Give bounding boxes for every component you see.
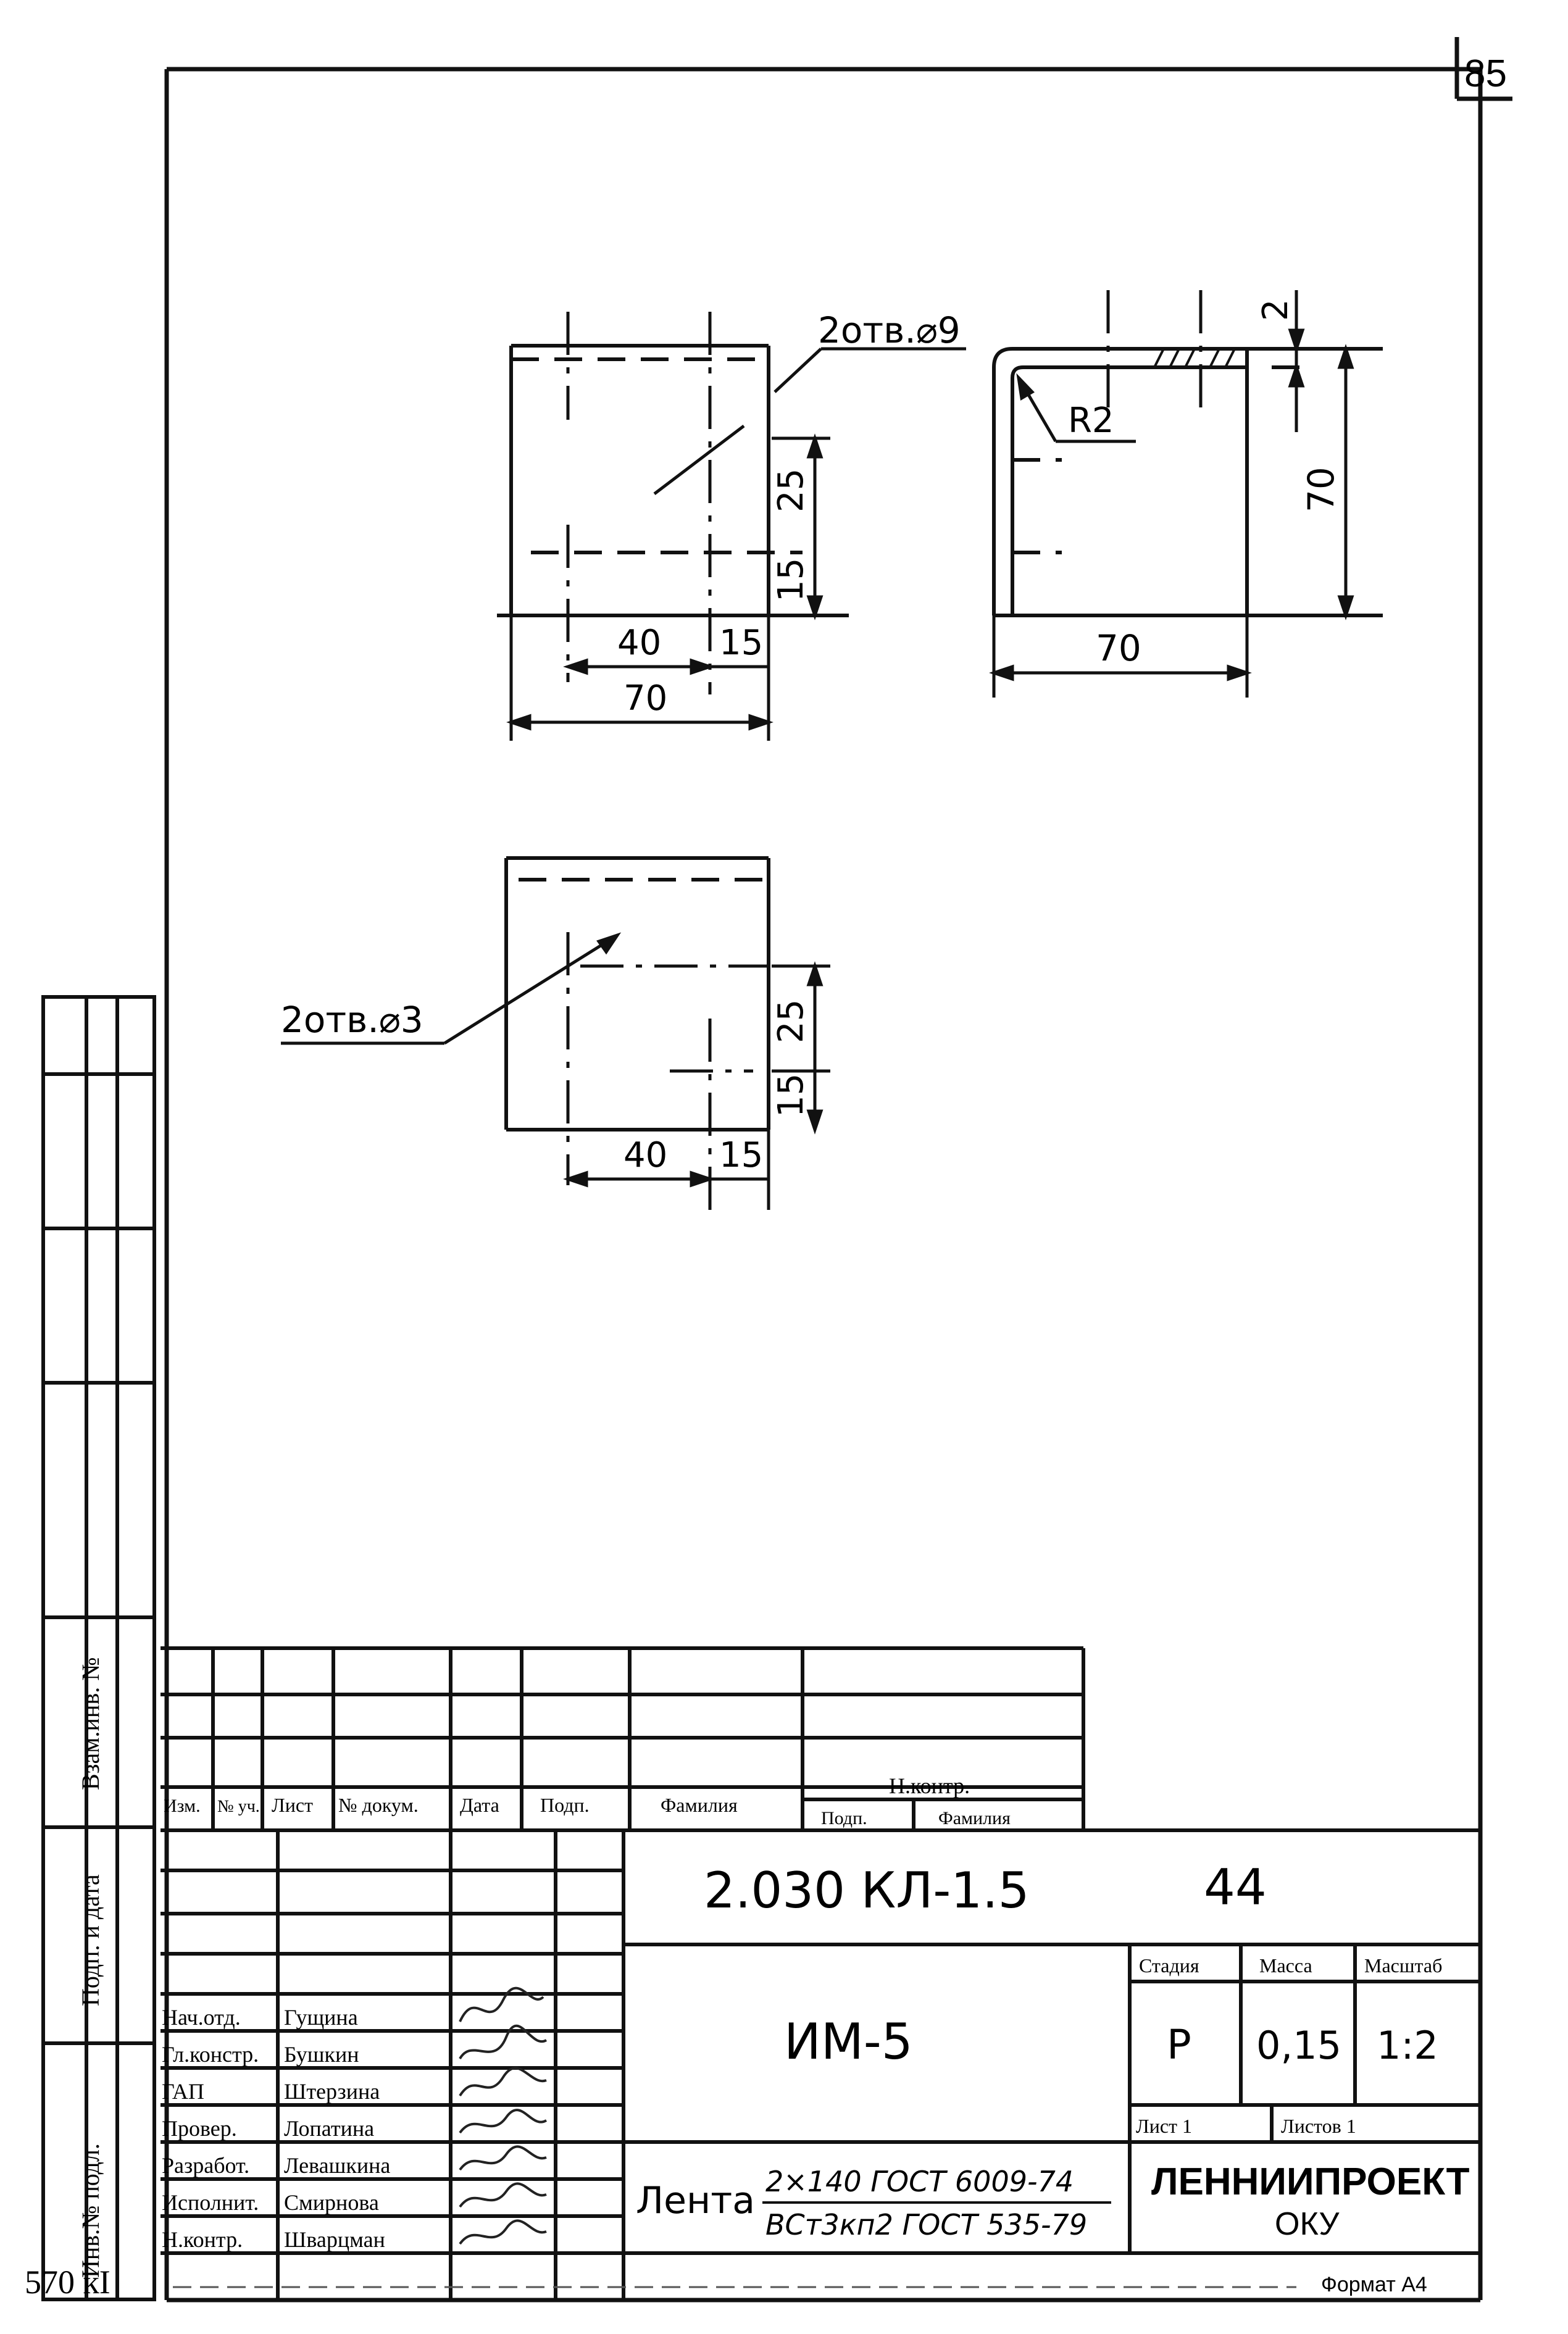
signatures	[459, 1986, 548, 2245]
view-c-hole-note: 2отв.⌀3	[281, 999, 423, 1041]
sheet-number: 85	[1464, 52, 1507, 95]
strip-label-replace-inv: Взам.инв. №	[77, 1657, 104, 1790]
sheet-label: Лист 1	[1136, 2115, 1192, 2137]
material-spec-bottom: ВСт3кп2 ГОСТ 535-79	[765, 2208, 1087, 2241]
view-c: 2отв.⌀3 40 15 25 15	[281, 856, 830, 1210]
view-a-dim-15-v: 15	[771, 558, 811, 602]
view-b-dim-width: 70	[1096, 627, 1141, 669]
strip-label-sign-date: Подп. и дата	[77, 1874, 104, 2006]
view-a-dim-70: 70	[623, 678, 667, 719]
signatory-role: Разработ.	[162, 2153, 249, 2178]
scale-value: 1:2	[1377, 2023, 1438, 2068]
signatory-name: Штерзина	[284, 2079, 380, 2104]
rev-header-doc: № докум.	[338, 1794, 419, 1816]
signatory-role: Исполнит.	[162, 2190, 259, 2215]
view-b-hidden-lines	[1012, 365, 1309, 554]
mass-label: Масса	[1259, 1954, 1312, 1977]
signatory-role: ГАП	[162, 2079, 204, 2104]
signatory-role: Н.контр.	[162, 2227, 243, 2252]
signatory-name: Лопатина	[284, 2116, 374, 2141]
rev-header-part: № уч.	[217, 1797, 260, 1816]
sheet-frame	[164, 37, 1512, 2303]
document-name: ИМ-5	[784, 2013, 913, 2070]
view-b-radius-leader	[1016, 373, 1136, 443]
signatory-name: Гущина	[284, 2005, 358, 2030]
scale-label: Масштаб	[1364, 1954, 1442, 1977]
title-block-grid	[161, 1646, 1480, 2300]
left-margin-strip	[41, 995, 156, 2301]
title-block: Изм. № уч. Лист № докум. Дата Подп. Фами…	[161, 1646, 1480, 2300]
signatory-role: Провер.	[162, 2116, 237, 2141]
view-a-dim-25: 25	[771, 469, 811, 512]
stage-label: Стадия	[1139, 1954, 1199, 1977]
view-b-radius: R2	[1068, 401, 1114, 441]
view-b-outline	[992, 347, 1383, 617]
document-designation-sheet: 44	[1204, 1859, 1267, 1916]
view-a-hidden-lines	[511, 357, 803, 554]
view-b-section-hatch	[1153, 348, 1236, 368]
signatory-name: Смирнова	[284, 2190, 379, 2215]
view-a-dim-lines	[506, 433, 830, 741]
organization-sub: ОКУ	[1275, 2206, 1340, 2242]
rev-header-nkontr: Н.контр.	[889, 1773, 970, 1798]
view-c-dim-lines	[563, 961, 830, 1210]
view-c-hole-leader	[281, 932, 622, 1045]
material-spec-top: 2×140 ГОСТ 6009-74	[765, 2165, 1074, 2198]
format-label: Формат А4	[1321, 2273, 1427, 2296]
view-a-dim-40: 40	[617, 623, 661, 663]
rev-header-nkontr-surname: Фамилия	[938, 1808, 1011, 1828]
view-a-centerlines	[566, 312, 712, 694]
view-b: R2 2 70 70	[989, 290, 1383, 698]
view-b-thickness: 2	[1256, 299, 1296, 321]
rev-header-change: Изм.	[164, 1796, 201, 1816]
view-a-outline	[497, 344, 849, 617]
rev-header-nkontr-sign: Подп.	[821, 1808, 867, 1828]
view-b-dim-lines	[989, 290, 1354, 698]
view-a-hole-leader	[653, 347, 966, 495]
signatory-role: Нач.отд.	[162, 2005, 241, 2030]
view-b-dim-height: 70	[1300, 467, 1342, 512]
signatory-name: Левашкина	[284, 2153, 390, 2178]
view-c-outline	[504, 856, 770, 1132]
signatory-name: Шварцман	[284, 2227, 385, 2252]
signatory-role: Гл.констр.	[162, 2042, 259, 2067]
mass-value: 0,15	[1256, 2023, 1341, 2068]
view-a-hole-note: 2отв.⌀9	[818, 309, 961, 351]
view-c-dim-15-v: 15	[771, 1073, 811, 1117]
stage-value: Р	[1167, 2021, 1191, 2069]
view-b-centerlines	[1106, 290, 1203, 420]
view-a-dim-15-h: 15	[719, 623, 763, 663]
rev-header-sign: Подп.	[540, 1794, 590, 1816]
view-c-dim-40: 40	[623, 1135, 667, 1175]
rev-header-date: Дата	[460, 1794, 499, 1816]
rev-header-sheet: Лист	[272, 1794, 313, 1816]
signatories: Нач.отд. Гущина Гл.констр. Бушкин ГАП Шт…	[162, 2005, 390, 2252]
view-c-dim-15-h: 15	[719, 1135, 763, 1175]
rev-header-surname: Фамилия	[661, 1794, 738, 1816]
sheets-label: Листов 1	[1281, 2115, 1356, 2137]
strip-label-inv-no: Инв.№ подл.	[77, 2143, 104, 2278]
document-designation: 2.030 КЛ-1.5	[704, 1862, 1030, 1919]
view-a: 2отв.⌀9 40 15 70 25 15	[497, 309, 966, 741]
organization-name: ЛЕННИИПРОЕКТ	[1151, 2161, 1470, 2203]
view-c-dim-25: 25	[771, 999, 811, 1043]
footer-left: 570 кI	[25, 2264, 111, 2301]
signatory-name: Бушкин	[284, 2042, 359, 2067]
material-word: Лента	[636, 2179, 755, 2222]
